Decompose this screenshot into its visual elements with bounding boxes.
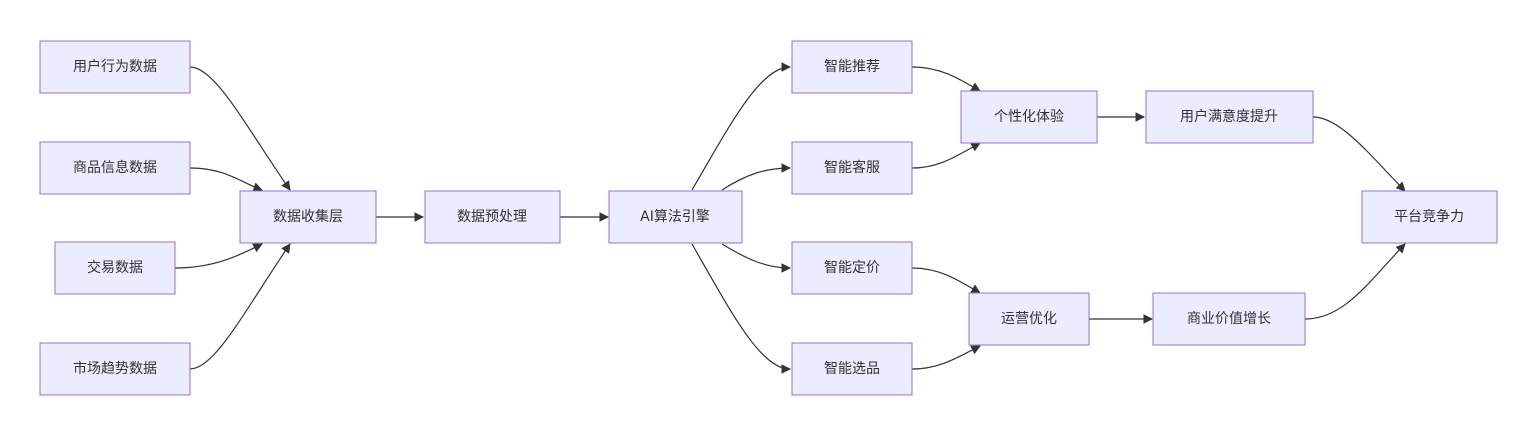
node-platform-competitiveness: 平台竞争力 [1361, 190, 1498, 244]
node-smart-recommendation: 智能推荐 [791, 40, 913, 94]
node-business-value-growth: 商业价值增长 [1152, 292, 1306, 346]
edge-recommend-to-personalized [911, 66, 981, 92]
edge-ai-engine-to-service [721, 163, 791, 191]
node-user-behavior-data: 用户行为数据 [39, 40, 191, 94]
edge-satisfaction-to-competitiveness [1312, 116, 1406, 192]
node-label: 智能客服 [824, 159, 880, 176]
edge-user-behavior-to-collection [189, 66, 291, 191]
node-smart-customer-service: 智能客服 [791, 141, 913, 195]
node-operations-optimization: 运营优化 [968, 292, 1090, 346]
edge-ai-engine-to-pricing [721, 243, 791, 273]
edge-selection-to-operations [911, 345, 981, 370]
node-label: 智能定价 [824, 260, 880, 276]
node-label: 运营优化 [1001, 311, 1057, 327]
node-personalized-experience: 个性化体验 [960, 90, 1098, 144]
edges [174, 62, 1406, 374]
node-user-satisfaction-improvement: 用户满意度提升 [1145, 90, 1314, 144]
node-data-preprocessing: 数据预处理 [424, 190, 561, 244]
node-label: 交易数据 [87, 259, 143, 276]
edge-ai-engine-to-selection [691, 243, 791, 374]
node-data-collection-layer: 数据收集层 [239, 190, 377, 244]
node-smart-product-selection: 智能选品 [791, 342, 913, 396]
node-label: 市场趋势数据 [73, 360, 157, 377]
node-label: 商业价值增长 [1187, 311, 1271, 327]
node-label: 数据预处理 [457, 209, 527, 225]
edge-pricing-to-operations [911, 267, 981, 294]
node-label: 用户行为数据 [73, 58, 157, 75]
node-smart-pricing: 智能定价 [791, 241, 913, 295]
edge-transaction-to-collection [174, 243, 263, 269]
node-label: 用户满意度提升 [1180, 108, 1278, 125]
node-product-info-data: 商品信息数据 [39, 141, 191, 195]
node-label: 数据收集层 [273, 208, 343, 225]
node-label: 平台竞争力 [1394, 208, 1464, 225]
node-market-trend-data: 市场趋势数据 [39, 342, 191, 396]
node-label: 智能选品 [824, 361, 880, 377]
edge-growth-to-competitiveness [1304, 243, 1406, 320]
edge-service-to-personalized [911, 142, 981, 169]
node-transaction-data: 交易数据 [54, 241, 176, 295]
node-label: 智能推荐 [824, 59, 880, 75]
edge-ai-engine-to-recommend [691, 62, 791, 191]
edge-product-info-to-collection [189, 167, 263, 192]
edge-market-trend-to-collection [189, 243, 291, 370]
node-label: AI算法引擎 [640, 209, 710, 225]
node-label: 商品信息数据 [73, 159, 157, 176]
node-ai-algorithm-engine: AI算法引擎 [608, 190, 743, 244]
node-label: 个性化体验 [994, 109, 1064, 125]
